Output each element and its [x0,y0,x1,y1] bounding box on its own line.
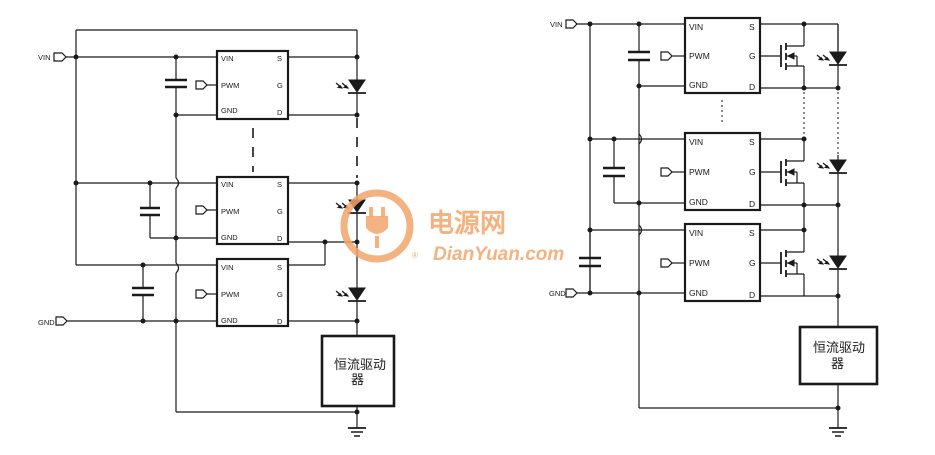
svg-text:S: S [749,22,755,32]
svg-text:®: ® [412,251,418,260]
svg-text:GND: GND [689,80,708,90]
svg-text:G: G [277,81,283,90]
left-chip-3 [215,257,290,328]
svg-text:器: 器 [831,357,844,372]
svg-text:S: S [749,137,755,147]
svg-text:PWM: PWM [689,51,710,61]
left-ground-icon [348,427,366,437]
svg-text:G: G [749,167,756,177]
svg-text:GND: GND [221,106,238,115]
svg-text:S: S [277,263,282,272]
svg-text:PWM: PWM [689,258,710,268]
right-ground-icon [829,427,847,437]
svg-text:GND: GND [221,233,238,242]
watermark-en-text: DianYuan.com [433,244,564,265]
svg-text:PWM: PWM [221,81,239,90]
left-vin-label: VIN [38,53,51,62]
left-driver-label: 恒流驱动 [334,358,386,373]
left-driver-box [320,334,396,408]
plug-logo-icon [340,189,414,263]
right-gnd-label: GND [549,289,566,298]
svg-text:GND: GND [689,197,708,207]
left-vin-terminal [53,52,67,62]
dianyuan-watermark: 电源网 DianYuan.com ® [340,189,564,265]
right-driver-label: 恒流驱动 [813,341,865,356]
svg-text:PWM: PWM [221,290,239,299]
svg-text:VIN: VIN [221,180,234,189]
right-driver-box [798,325,879,386]
svg-text:G: G [277,290,283,299]
svg-text:S: S [277,180,282,189]
svg-text:PWM: PWM [221,207,239,216]
left-chip-1 [215,49,290,121]
svg-text:D: D [749,82,755,92]
right-chip-2 [683,131,762,212]
svg-text:D: D [277,317,283,326]
svg-text:G: G [749,258,756,268]
left-gnd-terminal [55,316,68,326]
svg-text:D: D [277,234,283,243]
watermark-cn-text: 电源网 [428,209,506,239]
left-chip-2 [215,175,290,246]
svg-text:D: D [277,108,283,117]
right-circuit: VIN VIN PWM GND S G D [549,16,879,437]
svg-text:S: S [277,54,282,63]
svg-text:G: G [277,207,283,216]
right-gnd-terminal [565,288,578,298]
svg-text:器: 器 [351,373,364,388]
svg-text:S: S [749,228,755,238]
svg-text:GND: GND [689,288,708,298]
svg-text:D: D [749,290,755,300]
left-gnd-label: GND [38,318,55,327]
svg-text:VIN: VIN [221,54,234,63]
svg-text:VIN: VIN [221,263,234,272]
svg-text:D: D [749,199,755,209]
right-vin-terminal [565,19,578,29]
left-circuit: VIN VIN PWM GND S G D [38,29,396,437]
right-chip-3 [683,222,762,303]
right-vin-label: VIN [550,20,563,29]
svg-text:VIN: VIN [689,228,703,238]
svg-text:GND: GND [221,316,238,325]
svg-text:VIN: VIN [689,22,703,32]
svg-text:G: G [749,51,756,61]
svg-text:PWM: PWM [689,167,710,177]
svg-text:VIN: VIN [689,137,703,147]
